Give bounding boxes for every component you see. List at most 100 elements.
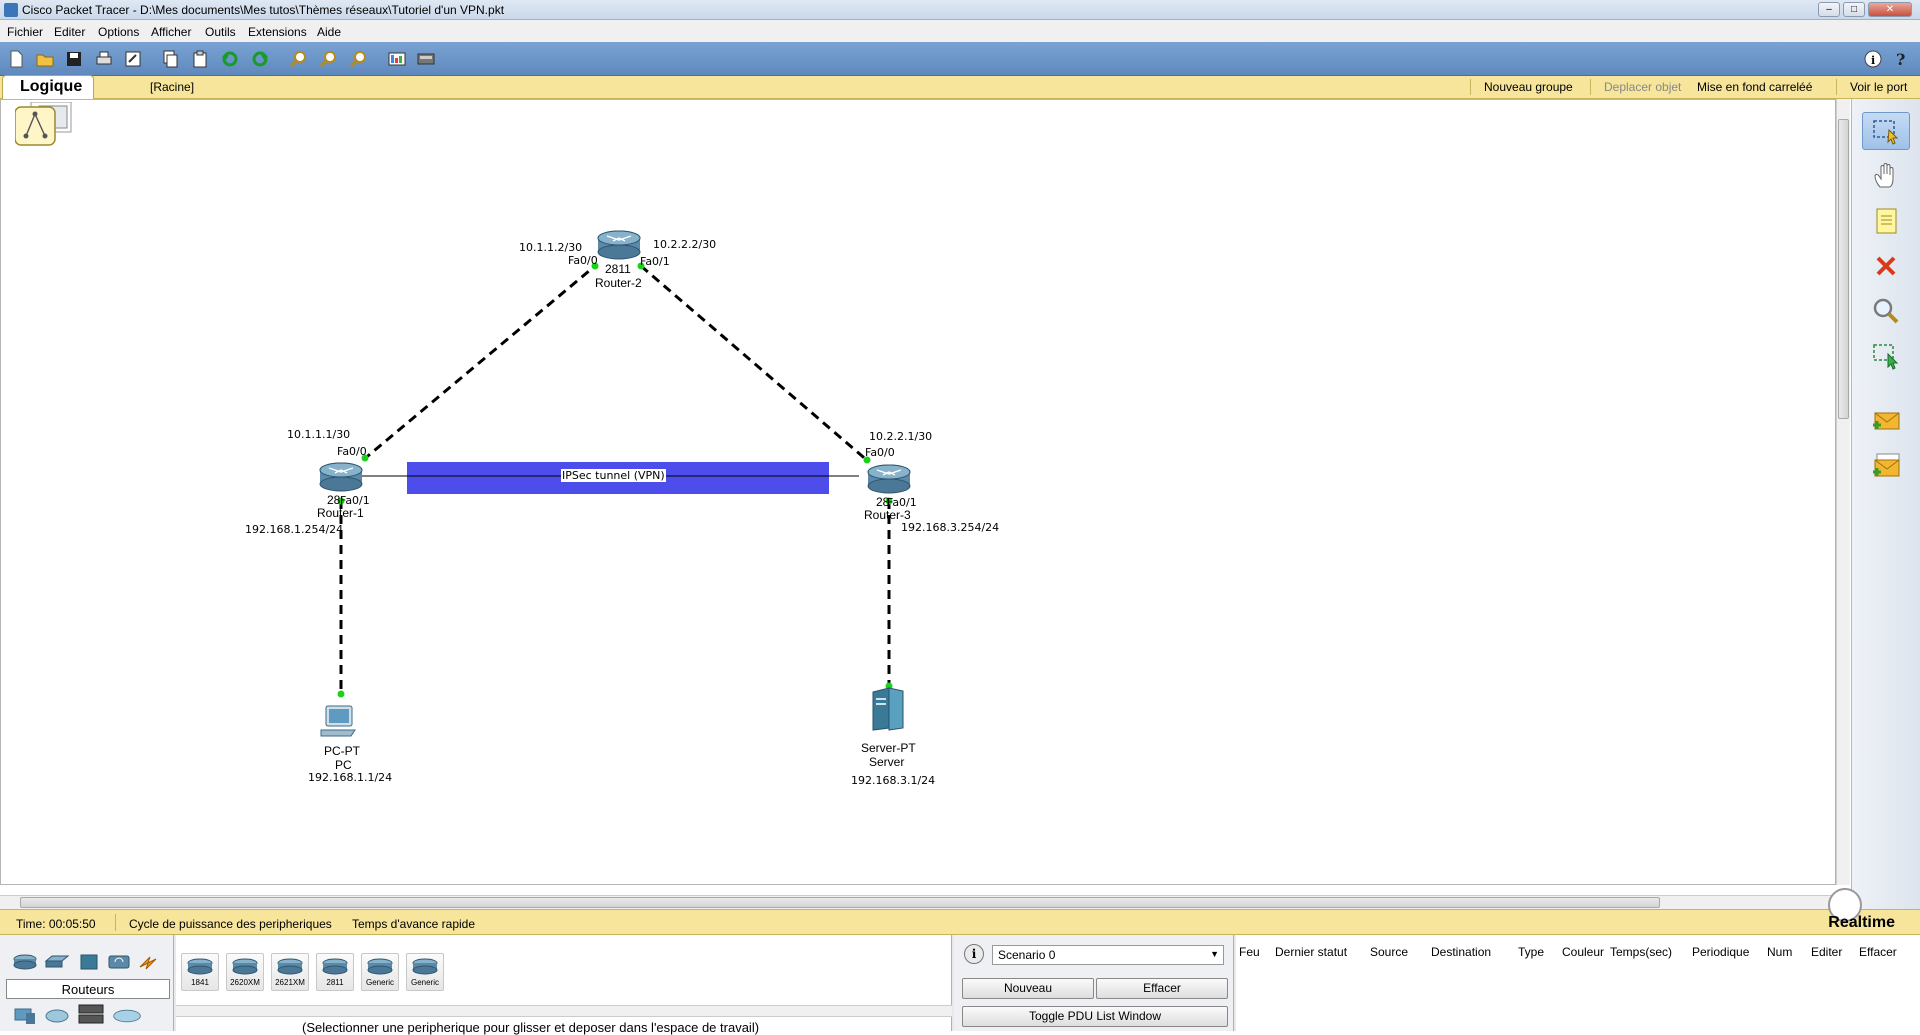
wireless-category-icon[interactable] (104, 951, 134, 973)
port-status-dots (337, 262, 893, 698)
router3-name: Router-3 (864, 508, 911, 522)
move-layout-hand-icon[interactable] (1862, 157, 1910, 195)
open-folder-icon[interactable] (34, 49, 56, 69)
end-devices-category-icon[interactable] (10, 1005, 40, 1027)
device-list-scrollbar[interactable] (176, 1005, 952, 1017)
server-icon[interactable] (872, 687, 904, 731)
device-hint-text: (Selectionner une peripherique pour glis… (302, 1020, 760, 1035)
multiuser-category-icon[interactable] (112, 1005, 142, 1027)
close-button[interactable]: ✕ (1868, 2, 1912, 17)
wan-emulation-category-icon[interactable] (42, 1005, 72, 1027)
custom-devices-category-icon[interactable] (76, 1003, 106, 1025)
menu-outils[interactable]: Outils (205, 25, 236, 39)
inspect-magnifier-icon[interactable] (1862, 292, 1910, 330)
main-toolbar: i ? (0, 42, 1920, 76)
palette-icon[interactable] (386, 49, 408, 69)
vertical-scrollbar[interactable] (1836, 99, 1850, 885)
link-router1-router2[interactable] (362, 264, 596, 462)
new-file-icon[interactable] (5, 49, 27, 69)
router3-model: 28 (876, 495, 890, 509)
save-icon[interactable] (63, 49, 85, 69)
minimize-button[interactable]: – (1818, 2, 1840, 17)
zoom-reset-icon[interactable] (317, 49, 339, 69)
router-2-icon[interactable] (597, 230, 641, 260)
breadcrumb[interactable]: [Racine] (150, 80, 195, 94)
pc-ip: 192.168.1.1/24 (308, 771, 393, 784)
menu-aide[interactable]: Aide (317, 25, 342, 39)
cluster-navigation-icon[interactable] (14, 101, 77, 147)
fast-forward-button[interactable]: Temps d'avance rapide (352, 917, 476, 931)
realtime-mode-label[interactable]: Realtime (1828, 914, 1895, 931)
device-2621xm[interactable]: 2621XM (271, 953, 309, 991)
device-generic-2[interactable]: Generic (406, 953, 444, 991)
router2-fa00-label: Fa0/0 (568, 254, 598, 267)
device-generic-1-label: Generic (365, 978, 394, 987)
col-time: Temps(sec) (1610, 945, 1673, 959)
resize-shape-icon[interactable] (1862, 337, 1910, 375)
col-type: Type (1518, 945, 1545, 959)
router-1-icon[interactable] (319, 462, 363, 492)
new-group-button[interactable]: Nouveau groupe (1484, 80, 1573, 94)
logical-workspace[interactable]: IPSec tunnel (VPN) 10.1.1.2/30 10.2.2.2/… (0, 99, 1836, 885)
add-simple-pdu-icon[interactable] (1862, 401, 1910, 439)
activity-wizard-icon[interactable] (122, 49, 144, 69)
router-3-icon[interactable] (867, 464, 911, 494)
connections-category-icon[interactable] (134, 951, 164, 973)
device-2811[interactable]: 2811 (316, 953, 354, 991)
scenario-selected: Scenario 0 (998, 948, 1056, 962)
select-tool-icon[interactable] (1862, 112, 1910, 150)
pc-name: PC (335, 758, 352, 772)
topology-diagram (319, 230, 911, 737)
paste-icon[interactable] (189, 49, 211, 69)
router3-fa01-label: Fa0/1 (887, 496, 917, 509)
pc-icon[interactable] (320, 705, 356, 737)
info-icon[interactable]: i (1862, 49, 1884, 69)
menu-options[interactable]: Options (98, 25, 140, 39)
redo-icon[interactable] (249, 49, 271, 69)
power-cycle-button[interactable]: Cycle de puissance des peripheriques (129, 917, 332, 931)
title-bar: Cisco Packet Tracer - D:\Mes documents\M… (0, 0, 1920, 20)
zoom-in-icon[interactable] (287, 49, 309, 69)
device-category-label: Routeurs (6, 979, 170, 999)
scenario-info-icon[interactable]: i (964, 944, 984, 964)
router2-model: 2811 (605, 262, 631, 276)
print-icon[interactable] (93, 49, 115, 69)
realtime-clock-icon[interactable] (1828, 888, 1862, 922)
undo-icon[interactable] (219, 49, 241, 69)
logical-tab[interactable]: Logique (2, 75, 94, 99)
hubs-category-icon[interactable] (74, 951, 104, 973)
menu-fichier[interactable]: Fichier (7, 25, 44, 39)
link-router2-router3[interactable] (640, 264, 870, 464)
delete-scenario-button[interactable]: Effacer (1096, 978, 1228, 999)
horizontal-scrollbar[interactable] (0, 895, 1836, 909)
toggle-pdu-list-button[interactable]: Toggle PDU List Window (962, 1006, 1228, 1027)
scenario-panel: i Scenario 0▼ Nouveau Effacer Toggle PDU… (954, 935, 1234, 1031)
new-scenario-button[interactable]: Nouveau (962, 978, 1094, 999)
router1-model: 28 (327, 493, 341, 507)
routers-category-icon[interactable] (10, 951, 40, 973)
copy-icon[interactable] (159, 49, 181, 69)
router1-wan-ip: 10.1.1.1/30 (287, 428, 351, 441)
delete-icon[interactable] (1862, 247, 1910, 285)
menu-afficher[interactable]: Afficher (151, 25, 192, 39)
zoom-out-icon[interactable] (347, 49, 369, 69)
col-fire: Feu (1239, 945, 1260, 959)
help-icon[interactable]: ? (1890, 49, 1912, 69)
place-note-icon[interactable] (1862, 202, 1910, 240)
device-1841[interactable]: 1841 (181, 953, 219, 991)
switches-category-icon[interactable] (42, 951, 72, 973)
col-delete: Effacer (1859, 945, 1897, 959)
add-complex-pdu-icon[interactable] (1862, 446, 1910, 484)
scenario-select[interactable]: Scenario 0▼ (992, 945, 1224, 965)
move-object-button[interactable]: Deplacer objet (1604, 80, 1682, 94)
maximize-button[interactable]: □ (1843, 2, 1865, 17)
device-2620xm[interactable]: 2620XM (226, 953, 264, 991)
grid-background-button[interactable]: Mise en fond carreléé (1697, 80, 1813, 94)
device-generic-1[interactable]: Generic (361, 953, 399, 991)
router1-fa00-label: Fa0/0 (337, 445, 367, 458)
custom-device-icon[interactable] (415, 49, 437, 69)
menu-editer[interactable]: Editer (54, 25, 86, 39)
view-port-button[interactable]: Voir le port (1850, 80, 1908, 94)
server-type: Server-PT (861, 741, 916, 755)
menu-extensions[interactable]: Extensions (248, 25, 307, 39)
